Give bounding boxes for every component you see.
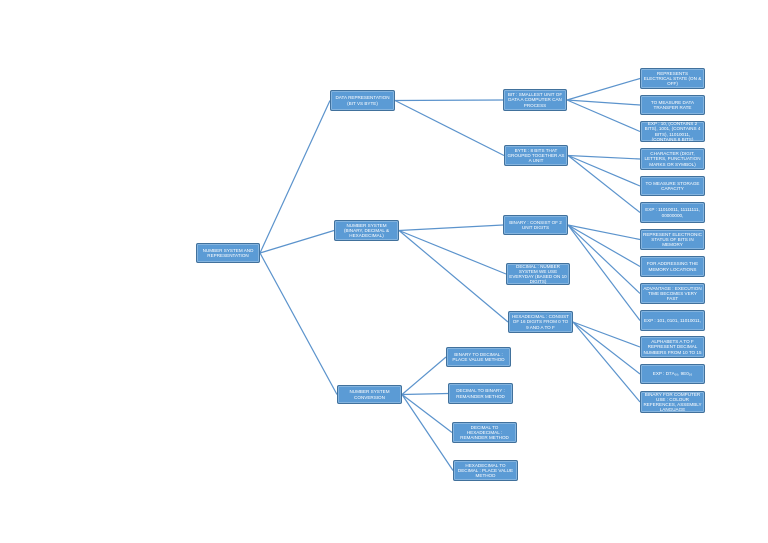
leaf-hex-alphabets: ALPHABETS A TO F REPRESENT DECIMAL NUMBE… bbox=[640, 336, 705, 358]
connector-b0c1-l4 bbox=[567, 154, 641, 187]
connector-b2-b2c0 bbox=[401, 356, 447, 395]
connector-b0-b0c0 bbox=[394, 99, 504, 102]
connector-b1c2-l12 bbox=[572, 321, 641, 403]
leaf-hex-computer-use: BINARY FOR COMPUTER USE : COLOUR REFEREN… bbox=[640, 391, 705, 413]
connector-b1c0-l9 bbox=[567, 224, 641, 321]
branch-data-representation: DATA REPRESENTATION (BIT VS BYTE) bbox=[330, 90, 395, 111]
connector-b1c2-l11 bbox=[572, 321, 641, 375]
leaf-byte-storage-capacity: TO MEASURE STORAGE CAPACITY bbox=[640, 176, 705, 196]
connector-b1c0-l7 bbox=[567, 224, 641, 268]
leaf-byte-character: CHARACTER (DIGIT, LETTERS, PUNCTUATION M… bbox=[640, 148, 705, 170]
node-hexadecimal-to-decimal: HEXADECIMAL TO DECIMAL : PLACE VALUE MET… bbox=[453, 460, 518, 481]
node-byte: BYTE : 8 BITS THAT GROUPED TOGETHER AS A… bbox=[504, 145, 568, 166]
node-decimal: DECIMAL : NUMBER SYSTEM WE USE EVERYDAY … bbox=[506, 263, 570, 285]
connector-b0c1-l5 bbox=[567, 155, 641, 213]
connector-b1-b1c2 bbox=[398, 230, 509, 323]
leaf-byte-example: EXP : 11010011, 11111111, 00000000, bbox=[640, 202, 705, 223]
connector-root-b1 bbox=[259, 229, 335, 254]
connector-b2-b2c1 bbox=[401, 392, 449, 396]
branch-number-system-conversion: NUMBER SYSTEM CONVERSION bbox=[337, 385, 402, 404]
connector-root-b0 bbox=[259, 100, 331, 254]
leaf-binary-electronic-status: REPRESENT ELECTRONIC STATUS OF BITS IN M… bbox=[640, 229, 705, 250]
node-binary: BINARY : CONSIST OF 2 UNIT DIGITS bbox=[503, 215, 568, 235]
connector-b2-b2c2 bbox=[401, 394, 453, 433]
connector-root-b2 bbox=[259, 252, 338, 395]
connector-b1c0-l6 bbox=[567, 224, 641, 241]
leaf-bit-transfer-rate: TO MEASURE DATA TRANSFER RATE bbox=[640, 95, 705, 115]
connector-b1-b1c0 bbox=[398, 224, 504, 232]
connector-b0c0-l0 bbox=[566, 77, 641, 101]
leaf-bit-example: EXP : 10, (CONTAINS 2 BITS), 1001, (CONT… bbox=[640, 121, 705, 142]
leaf-binary-addressing: FOR ADDRESSING THE MEMORY LOCATIONS bbox=[640, 256, 705, 277]
branch-number-system: NUMBER SYSTEM (BINARY, DECIMAL & HEXADEC… bbox=[334, 220, 399, 241]
connector-b2-b2c3 bbox=[401, 394, 454, 471]
connector-b0-b0c1 bbox=[394, 99, 505, 157]
node-bit: BIT : SMALLEST UNIT OF DATA A COMPUTER C… bbox=[503, 89, 567, 111]
leaf-bit-electrical-state: REPRESENTS ELECTRICAL STATE (ON & OFF) bbox=[640, 68, 705, 89]
connector-b1-b1c1 bbox=[398, 229, 507, 275]
leaf-binary-advantage: ADVANTAGE : EXECUTION TIME BECOMES VERY … bbox=[640, 283, 705, 304]
node-binary-to-decimal: BINARY TO DECIMAL : PLACE VALUE METHOD bbox=[446, 347, 511, 367]
root-node: NUMBER SYSTEM AND REPRESENTATION bbox=[196, 243, 260, 263]
connector-b0c1-l3 bbox=[567, 154, 641, 160]
node-decimal-to-hexadecimal: DECIMAL TO HEXADECIMAL : REMAINDER METHO… bbox=[452, 422, 517, 443]
connector-b0c0-l2 bbox=[566, 99, 641, 133]
connector-b0c0-l1 bbox=[566, 99, 641, 106]
leaf-hex-example: EXP : D7A₁₆, 9E0₁₆ bbox=[640, 364, 705, 384]
connector-b1c2-l10 bbox=[572, 321, 641, 348]
leaf-binary-example: EXP : 101, 0101, 11010011, bbox=[640, 310, 705, 331]
node-hexadecimal: HEXADECIMAL : CONSIST OF 16 DIGITS FROM … bbox=[508, 311, 573, 333]
node-decimal-to-binary: DECIMAL TO BINARY : REMAINDER METHOD bbox=[448, 383, 513, 404]
connector-b1c0-l8 bbox=[567, 224, 641, 294]
